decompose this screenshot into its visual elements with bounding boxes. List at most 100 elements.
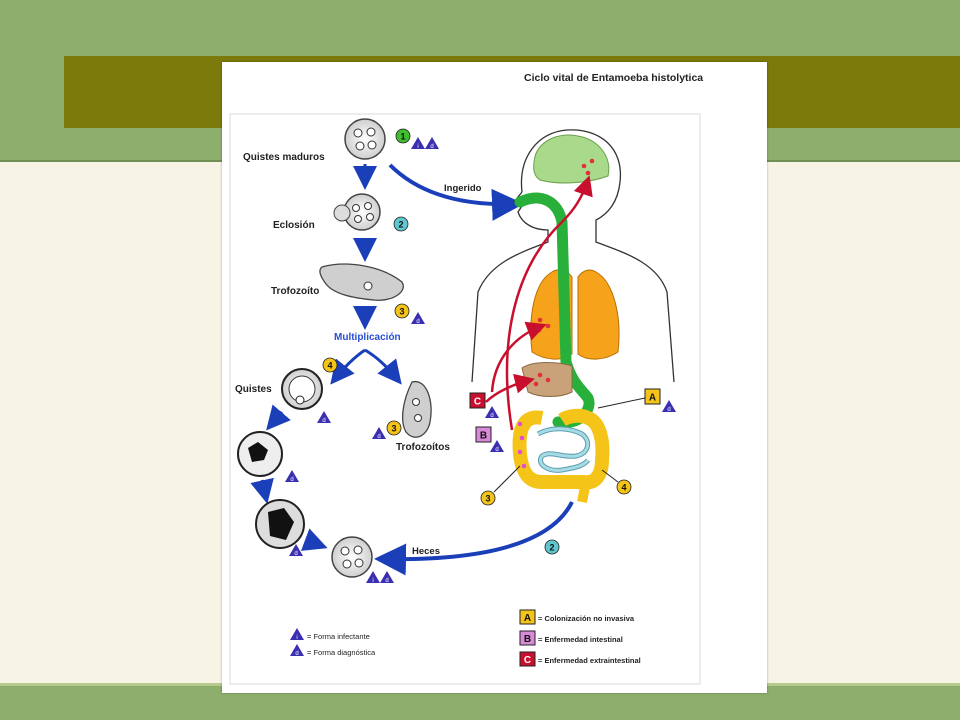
- arrow-to-cysts: [330, 348, 366, 385]
- step-3-badge-trophozoites: 3: [386, 420, 402, 436]
- arrow-cyst-development-2: [250, 477, 274, 504]
- svg-text:i: i: [372, 578, 373, 584]
- svg-text:= Forma diagnóstica: = Forma diagnóstica: [307, 648, 376, 657]
- step-2-badge-body: 2: [544, 539, 560, 555]
- legend-outcome-c: C = Enfermedad extraintestinal: [519, 651, 641, 667]
- label-multiplication: Multiplicación: [334, 332, 401, 343]
- diagnostic-form-triangle: d: [289, 544, 303, 557]
- brain-lesions: [581, 158, 595, 176]
- svg-text:A: A: [649, 393, 656, 404]
- outcome-b-box: B: [475, 426, 492, 443]
- pointer-4: [601, 469, 619, 483]
- brain: [533, 134, 610, 184]
- label-mature-cysts: Quistes maduros: [243, 152, 325, 163]
- legend-diagnostic: d = Forma diagnóstica: [290, 644, 376, 657]
- svg-text:d: d: [295, 651, 298, 657]
- spread-to-liver-arrow: [485, 373, 535, 403]
- mature-cyst-excreted-image: [331, 536, 373, 578]
- step-4-badge-cysts: 4: [322, 357, 338, 373]
- pointer-3: [493, 465, 521, 493]
- outcome-c-box: C: [469, 392, 486, 409]
- trophozoites-image: [401, 381, 432, 438]
- svg-text:C: C: [474, 397, 481, 408]
- outcome-a-box: A: [644, 388, 661, 405]
- legend-outcome-a: A = Colonización no invasiva: [519, 609, 635, 625]
- rectum: [577, 481, 591, 503]
- ingested-arrow: [388, 163, 524, 221]
- svg-text:A: A: [524, 613, 531, 624]
- figure-title: Ciclo vital de Entamoeba histolytica: [524, 72, 703, 84]
- svg-text:d: d: [385, 578, 388, 584]
- svg-text:d: d: [294, 551, 297, 557]
- developing-cyst-image: [255, 499, 305, 549]
- diagnostic-form-triangle: d: [372, 427, 386, 440]
- trophozoite-image: [319, 263, 404, 301]
- svg-text:= Colonización no invasiva: = Colonización no invasiva: [538, 614, 635, 623]
- pointer-a: [597, 397, 646, 409]
- label-trophozoites: Trofozoítos: [396, 442, 450, 453]
- svg-text:C: C: [524, 655, 531, 666]
- svg-text:3: 3: [399, 307, 404, 317]
- hatching-image: [333, 193, 381, 231]
- label-ingested: Ingerido: [444, 183, 482, 194]
- diagnostic-form-triangle: d: [425, 137, 439, 150]
- svg-text:B: B: [524, 634, 531, 645]
- svg-text:4: 4: [621, 483, 626, 493]
- diagnostic-form-triangle: d: [411, 312, 425, 325]
- diagnostic-form-triangle: d: [490, 440, 504, 453]
- diagnostic-form-triangle: d: [285, 470, 299, 483]
- svg-text:d: d: [667, 407, 670, 413]
- mature-cyst-image: [344, 118, 386, 160]
- step-1-badge: 1: [395, 128, 411, 144]
- svg-text:3: 3: [391, 424, 396, 434]
- cyst-image: [281, 368, 323, 410]
- svg-text:1: 1: [400, 132, 405, 142]
- svg-text:i: i: [296, 635, 297, 641]
- arrow-cyst-development-1: [266, 404, 291, 431]
- svg-text:d: d: [416, 319, 419, 325]
- infective-form-triangle: i: [411, 137, 425, 150]
- diagnostic-form-triangle: d: [380, 571, 394, 584]
- svg-text:3: 3: [485, 494, 490, 504]
- label-trophozoite: Trofozoíto: [271, 286, 319, 297]
- svg-text:4: 4: [327, 361, 332, 371]
- diagnostic-form-triangle: d: [662, 400, 676, 413]
- life-cycle-figure: Ciclo vital de Entamoeba histolytica Qui…: [222, 62, 767, 693]
- right-lung: [577, 269, 620, 360]
- svg-text:d: d: [377, 434, 380, 440]
- spread-to-brain-arrow: [505, 175, 593, 431]
- step-3-badge-trophozoite: 3: [394, 303, 410, 319]
- step-3-badge-body: 3: [480, 490, 496, 506]
- intestinal-lesions: [517, 421, 527, 469]
- feces-arrow: [374, 501, 574, 576]
- legend-outcome-b: B = Enfermedad intestinal: [519, 630, 623, 646]
- svg-text:d: d: [290, 477, 293, 483]
- developing-cyst-image: [237, 431, 283, 477]
- svg-text:= Enfermedad extraintestinal: = Enfermedad extraintestinal: [538, 656, 641, 665]
- diagnostic-form-triangle: d: [485, 406, 499, 419]
- label-cysts: Quistes: [235, 384, 272, 395]
- step-4-badge-body: 4: [616, 479, 632, 495]
- svg-text:i: i: [417, 144, 418, 150]
- legend-infective: i = Forma infectante: [290, 628, 370, 641]
- spread-to-lungs-arrow: [490, 321, 547, 393]
- small-intestine-fill: [537, 427, 590, 472]
- arrow-to-trophozoites: [364, 348, 402, 385]
- svg-text:d: d: [490, 413, 493, 419]
- svg-text:d: d: [495, 447, 498, 453]
- diagnostic-form-triangle: d: [317, 411, 331, 424]
- svg-text:= Forma infectante: = Forma infectante: [307, 632, 370, 641]
- label-feces: Heces: [412, 546, 440, 557]
- svg-text:B: B: [480, 431, 487, 442]
- svg-text:d: d: [322, 418, 325, 424]
- svg-text:2: 2: [398, 220, 403, 230]
- svg-text:d: d: [430, 144, 433, 150]
- arrow-to-mature-cyst: [300, 528, 328, 551]
- label-hatching: Eclosión: [273, 220, 315, 231]
- svg-text:= Enfermedad intestinal: = Enfermedad intestinal: [538, 635, 623, 644]
- svg-text:2: 2: [549, 543, 554, 553]
- infective-form-triangle: i: [366, 571, 380, 584]
- step-2-badge: 2: [393, 216, 409, 232]
- life-cycle-diagram: Ciclo vital de Entamoeba histolytica Qui…: [229, 72, 703, 685]
